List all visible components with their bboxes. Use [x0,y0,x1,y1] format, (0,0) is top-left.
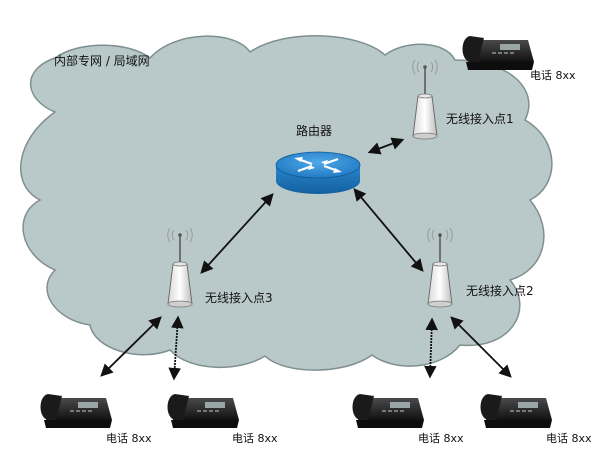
phone-label-top: 电话 8xx [530,69,576,82]
connection-arrows [100,137,512,381]
phone-label-2: 电话 8xx [232,432,278,445]
arrow-ap3-phone1 [100,316,162,377]
arrow-router-ap3 [200,193,274,274]
arrow-ap3-phone2 [168,315,184,381]
access-point-1-icon [412,59,438,140]
access-point-1-label: 无线接入点1 [446,112,514,126]
arrow-router-ap1 [367,137,405,155]
access-point-3-label: 无线接入点3 [205,291,273,305]
phone-icon-4 [480,394,552,428]
access-point-3-icon [167,227,193,308]
phone-icon-top [462,36,534,70]
arrow-ap2-phone4 [450,316,512,378]
arrow-router-ap2 [353,188,424,272]
access-point-2-label: 无线接入点2 [466,284,534,298]
phone-icon-2 [167,394,239,428]
router-icon [275,151,361,194]
phone-label-1: 电话 8xx [106,432,152,445]
router-label: 路由器 [296,124,333,138]
phone-label-4: 电话 8xx [546,432,592,445]
lan-cloud [19,35,553,371]
phone-label-3: 电话 8xx [418,432,464,445]
phone-icon-1 [40,394,112,428]
network-label: 内部专网 / 局域网 [54,54,150,68]
access-point-2-icon [427,227,453,308]
arrow-ap2-phone3 [424,317,438,379]
phone-icon-3 [352,394,424,428]
